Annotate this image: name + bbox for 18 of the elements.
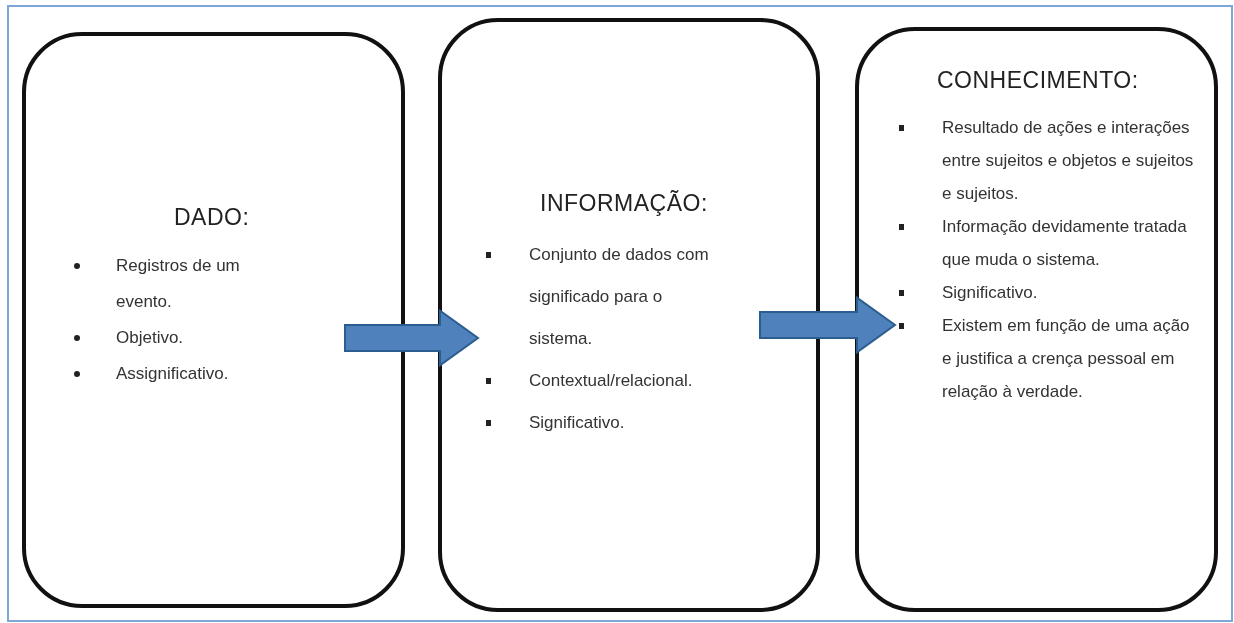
bullet-text: Resultado de ações e interações entre sujeitos e objetos e sujeitos e sujeitos. <box>942 117 1195 205</box>
bullet-text: Significativo. <box>942 282 1039 304</box>
box-heading: DADO: <box>174 204 250 231</box>
bullet-text: Conjunto de dados com significado para o sistema. <box>529 244 710 350</box>
bullet-text: Contextual/relacional. <box>529 370 694 392</box>
process-box <box>22 32 405 608</box>
bullet-text: Objetivo. <box>116 327 185 349</box>
block-arrow <box>759 295 897 355</box>
bullet-text: Assignificativo. <box>116 363 230 385</box>
process-box <box>438 18 820 612</box>
bullet-text: Informação devidamente tratada que muda o sistema. <box>942 216 1188 271</box>
process-box <box>855 27 1218 612</box>
bullet-text: Existem em função de uma ação e justifica a crença pessoal em relação à verdade. <box>942 315 1191 403</box>
box-heading: INFORMAÇÃO: <box>540 190 708 217</box>
box-heading: CONHECIMENTO: <box>937 67 1139 94</box>
bullet-text: Registros de um evento. <box>116 255 241 313</box>
block-arrow <box>344 308 480 368</box>
bullet-text: Significativo. <box>529 412 626 434</box>
